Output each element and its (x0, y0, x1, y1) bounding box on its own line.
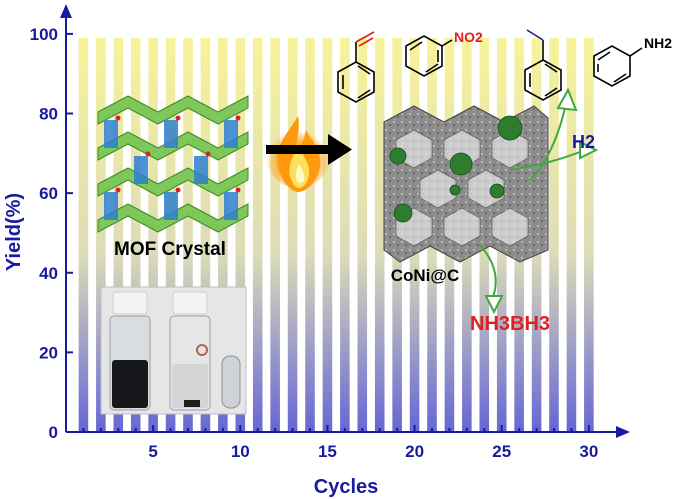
x-tick-label: 20 (405, 442, 424, 461)
bar-cycle-17 (357, 37, 368, 433)
ammonia-borane-label: NH3BH3 (470, 313, 550, 335)
aniline-molecule (593, 45, 643, 87)
x-tick-label: 25 (492, 442, 511, 461)
bar-cycle-12 (270, 37, 280, 433)
y-axis-label: Yield(%) (3, 193, 25, 271)
bar-cycle-13 (287, 37, 298, 433)
bar-cycle-4 (130, 37, 141, 433)
x-tick-label: 10 (231, 442, 250, 461)
bar-cycle-1 (78, 37, 89, 433)
bar-cycle-7 (183, 37, 193, 433)
x-tick-label: 30 (579, 442, 598, 461)
arrow-right-icon (266, 134, 352, 165)
bar-cycle-15 (322, 37, 333, 433)
bar-cycle-6 (165, 37, 176, 433)
styrene-molecule (337, 31, 375, 103)
mof-crystal-lattice (97, 95, 249, 233)
y-ticks: 0 20 40 60 80 100 (30, 25, 73, 442)
x-tick-label: 15 (318, 442, 337, 461)
bar-cycle-16 (340, 37, 350, 433)
bar-cycle-2 (96, 37, 106, 433)
catalyst-label: CoNi@C (391, 266, 460, 285)
hydrogen-label: H2 (572, 132, 595, 152)
x-tick-label: 5 (148, 442, 157, 461)
bar-cycle-29 (566, 37, 577, 433)
bar-cycle-8 (200, 37, 211, 433)
bar-cycle-18 (374, 37, 385, 433)
bar-cycle-11 (252, 37, 263, 433)
nitrobenzene-molecule (405, 35, 453, 77)
x-axis-arrow-icon (616, 426, 630, 438)
amine-group-label: NH2 (644, 35, 672, 51)
bar-cycle-3 (113, 37, 124, 433)
y-tick-label: 0 (49, 423, 58, 442)
y-tick-label: 20 (39, 343, 58, 362)
nitro-group-label: NO2 (454, 29, 483, 45)
bar-cycle-14 (305, 37, 315, 433)
flame-icon (266, 116, 330, 192)
x-ticks: 5 10 15 20 25 30 (82, 425, 598, 461)
bar-cycle-10 (235, 37, 246, 433)
bar-cycle-30 (584, 37, 594, 433)
carbon-framework (383, 87, 599, 315)
ethylbenzene-molecule (524, 29, 562, 101)
bar-cycle-28 (549, 37, 559, 433)
y-axis-arrow-icon (60, 4, 72, 18)
bar-cycle-5 (148, 37, 158, 433)
x-axis-label: Cycles (314, 476, 379, 498)
y-tick-label: 80 (39, 105, 58, 124)
y-tick-label: 100 (30, 25, 58, 44)
vial-photo (100, 286, 247, 415)
bar-cycle-9 (218, 37, 228, 433)
y-tick-label: 40 (39, 264, 58, 283)
mof-crystal-label: MOF Crystal (114, 239, 226, 260)
y-tick-label: 60 (39, 184, 58, 203)
axes: 0 20 40 60 80 100 5 10 15 20 25 30 Cycles Yield(%) (3, 4, 630, 498)
